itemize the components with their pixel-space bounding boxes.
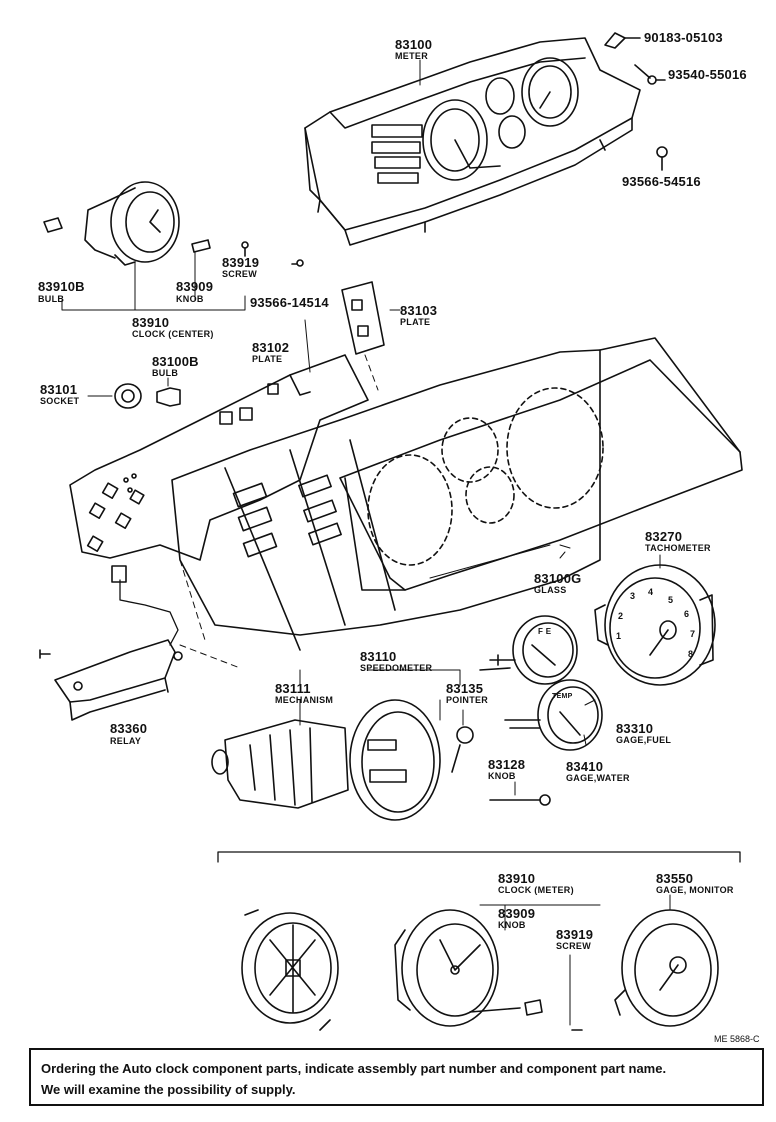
label-83100g: 83100G — [534, 571, 582, 586]
label-knob-speedo: KNOB — [488, 771, 516, 781]
label-83135: 83135 — [446, 681, 484, 696]
reference-code: ME 5868-C — [714, 1034, 760, 1044]
meter-assembly — [304, 37, 641, 246]
label-tachometer: TACHOMETER — [645, 543, 711, 553]
temp-scale-text: TEMP — [552, 693, 573, 700]
tacho-digit-3: 3 — [630, 591, 636, 601]
socket-83101 — [87, 383, 142, 409]
knob-83909 — [191, 239, 211, 253]
screw-83919 — [241, 241, 249, 257]
glass-83100g — [339, 337, 743, 591]
label-relay: RELAY — [110, 736, 142, 746]
label-socket: SOCKET — [40, 396, 80, 406]
knob-83909-meter — [524, 999, 543, 1016]
screw-93566-54516 — [656, 146, 668, 171]
label-gage-fuel: GAGE,FUEL — [616, 735, 672, 745]
label-93566-54516: 93566-54516 — [622, 174, 701, 189]
label-screw-meter-clock: SCREW — [556, 941, 591, 951]
label-90183-05103: 90183-05103 — [644, 30, 723, 45]
label-plate-small: PLATE — [400, 317, 431, 327]
screw-93566-14514 — [291, 259, 304, 267]
tacho-digit-6: 6 — [684, 609, 690, 619]
tacho-digit-8: 8 — [688, 649, 694, 659]
label-knob-clock: KNOB — [176, 294, 204, 304]
assembly-guide-lines — [179, 354, 379, 669]
clock-meter-83910 — [394, 904, 601, 1027]
relay-83360 — [39, 565, 183, 721]
pointer-83135 — [451, 726, 474, 773]
note-line-2: We will examine the possibility of suppl… — [41, 1082, 296, 1097]
label-screw-clock: SCREW — [222, 269, 257, 279]
label-83128: 83128 — [488, 757, 526, 772]
label-83110: 83110 — [360, 649, 397, 664]
label-bulb: BULB — [152, 368, 179, 378]
label-83100b: 83100B — [152, 354, 199, 369]
bulb-83910b — [43, 217, 63, 233]
ordering-note: Ordering the Auto clock component parts,… — [29, 1048, 764, 1106]
label-pointer: POINTER — [446, 695, 489, 705]
gage-water-83410 — [504, 679, 603, 751]
label-83111: 83111 — [275, 681, 311, 696]
label-knob-meter-clock: KNOB — [498, 920, 526, 930]
clock-leader-lines — [61, 251, 246, 311]
knob-83128 — [489, 781, 551, 806]
screw-90183 — [604, 32, 641, 49]
tacho-digit-5: 5 — [668, 595, 674, 605]
label-83410: 83410 — [566, 759, 604, 774]
label-gage-monitor: GAGE, MONITOR — [656, 885, 734, 895]
gage-fuel-83310 — [479, 615, 578, 685]
label-mechanism: MECHANISM — [275, 695, 334, 705]
fuel-scale-text: F E — [538, 627, 552, 636]
label-83919-meter: 83919 — [556, 927, 594, 942]
speedometer-83110 — [349, 699, 441, 821]
tacho-digit-2: 2 — [618, 611, 624, 621]
label-glass: GLASS — [534, 585, 567, 595]
label-gage-water: GAGE,WATER — [566, 773, 630, 783]
label-83909-meter: 83909 — [498, 906, 536, 921]
label-83919: 83919 — [222, 255, 260, 270]
label-83360: 83360 — [110, 721, 148, 736]
label-93566-14514: 93566-14514 — [250, 295, 329, 310]
bulb-83100b — [156, 387, 181, 407]
leader-lines — [167, 59, 661, 746]
label-clock-center: CLOCK (CENTER) — [132, 329, 214, 339]
clock-face-blank — [241, 909, 339, 1031]
label-83270: 83270 — [645, 529, 683, 544]
label-plate: PLATE — [252, 354, 283, 364]
label-83910-center: 83910 — [132, 315, 170, 330]
gage-monitor-83550 — [614, 894, 719, 1027]
bottom-bracket — [217, 851, 741, 863]
label-93540-55016: 93540-55016 — [668, 67, 747, 82]
label-83103: 83103 — [400, 303, 438, 318]
note-line-1: Ordering the Auto clock component parts,… — [41, 1061, 667, 1076]
label-83100: 83100 — [395, 37, 433, 52]
tacho-digit-7: 7 — [690, 629, 696, 639]
plate-83103 — [341, 281, 401, 355]
label-83910b: 83910B — [38, 279, 85, 294]
label-83102: 83102 — [252, 340, 290, 355]
plate-83102 — [69, 354, 369, 561]
tacho-digit-1: 1 — [616, 631, 622, 641]
label-speedometer: SPEEDOMETER — [360, 663, 433, 673]
label-83310: 83310 — [616, 721, 654, 736]
meter-housing — [171, 349, 601, 651]
screw-93540 — [634, 64, 666, 85]
tacho-digit-4: 4 — [648, 587, 654, 597]
clock-center — [84, 181, 180, 266]
label-clock-meter: CLOCK (METER) — [498, 885, 574, 895]
label-83101: 83101 — [40, 382, 78, 397]
mechanism-83111 — [211, 719, 349, 809]
tachometer-83270 — [594, 564, 716, 686]
label-83910-meter: 83910 — [498, 871, 536, 886]
label-meter: METER — [395, 51, 428, 61]
label-83909: 83909 — [176, 279, 214, 294]
label-83550: 83550 — [656, 871, 694, 886]
label-bulb-clock: BULB — [38, 294, 65, 304]
